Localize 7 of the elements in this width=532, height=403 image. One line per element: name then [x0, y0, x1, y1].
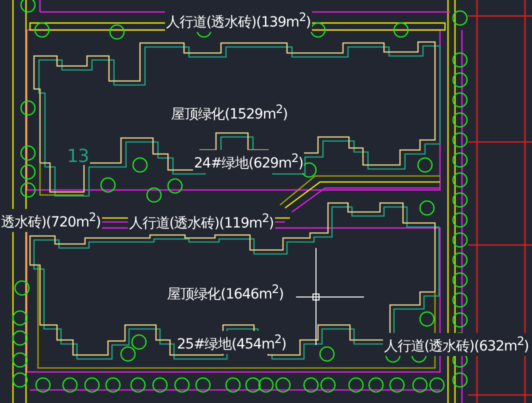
area-label: 人行道(透水砖)(632m$^{2}$) — [383, 333, 530, 356]
area-label: 人行道(透水砖)(139m$^{2}$) — [165, 9, 312, 32]
area-label: 24#绿地(629m$^{2}$) — [193, 150, 304, 173]
area-label: 25#绿地(454m$^{2}$) — [176, 331, 288, 354]
building-number: 13 — [66, 148, 90, 165]
area-label: 透水砖)(720m$^{2}$) — [0, 209, 102, 232]
area-label: 人行道(透水砖)(119m$^{2}$) — [128, 210, 275, 233]
